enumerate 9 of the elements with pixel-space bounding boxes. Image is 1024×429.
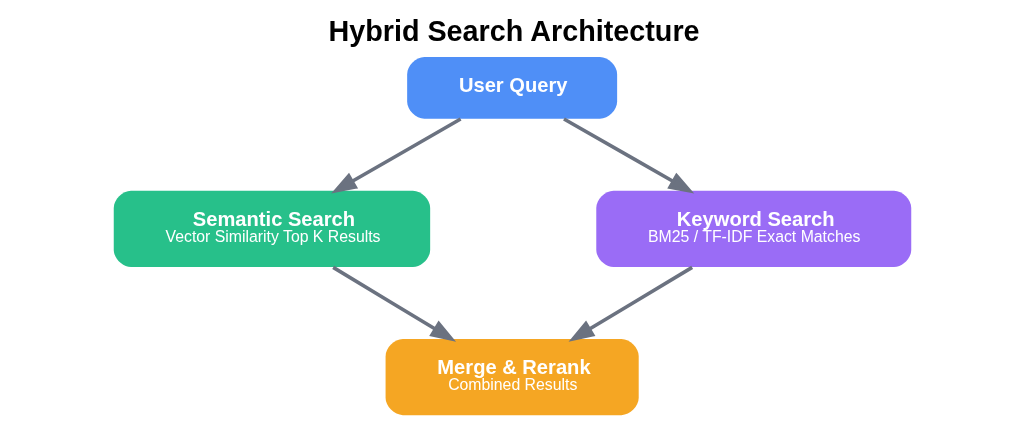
node-box: Semantic Search Vector Similarity Top K Results <box>113 190 430 267</box>
arrow <box>331 265 456 342</box>
arrow <box>330 117 461 194</box>
arrow <box>562 117 694 194</box>
diagram-title: Hybrid Search Architecture <box>327 15 700 48</box>
node-box: Merge & Rerank Combined Results <box>385 338 639 416</box>
node-box: User Query <box>406 57 617 119</box>
arrow <box>568 265 693 342</box>
node-box: Keyword Search BM25 / TF-IDF Exact Matches <box>595 190 911 267</box>
